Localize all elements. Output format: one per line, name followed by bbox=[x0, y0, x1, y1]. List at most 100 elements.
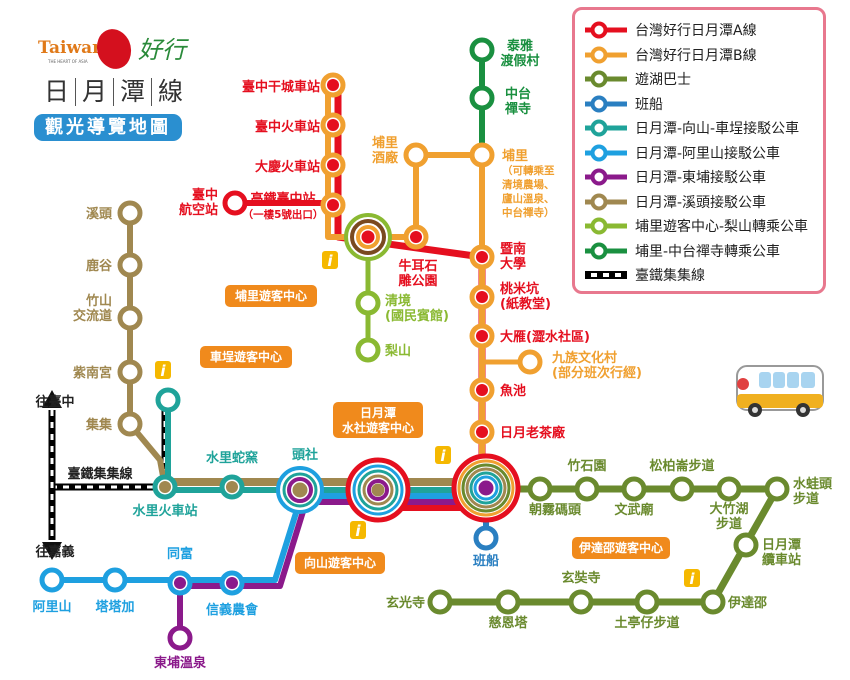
station-label[interactable]: 日月老茶廠 bbox=[500, 425, 566, 441]
station-label[interactable]: 伊達邵 bbox=[727, 595, 767, 611]
station-label-line[interactable]: 班船 bbox=[473, 553, 499, 569]
station-marker[interactable] bbox=[527, 476, 553, 502]
info-icon[interactable] bbox=[155, 361, 171, 379]
station-label[interactable]: 信義農會 bbox=[206, 602, 259, 618]
station-label-line[interactable]: 步道 bbox=[716, 516, 742, 532]
station-label-line[interactable]: 暨南 bbox=[500, 241, 526, 257]
station-label-line[interactable]: 清境農場、 bbox=[502, 178, 555, 191]
toushe-hub[interactable] bbox=[276, 466, 324, 514]
station-label-line[interactable]: 牛耳石 bbox=[398, 258, 437, 274]
station-label[interactable]: 臺中干城車站 bbox=[242, 79, 320, 95]
station-marker[interactable] bbox=[568, 589, 594, 615]
puli-junction-hub[interactable] bbox=[344, 213, 392, 261]
station-label-line[interactable]: 九族文化村 bbox=[551, 350, 617, 366]
station-label-line[interactable]: 水里火車站 bbox=[132, 503, 197, 519]
station-label-line[interactable]: 臺中干城車站 bbox=[242, 79, 320, 95]
station-label-line[interactable]: 桃米坑 bbox=[500, 281, 539, 297]
station-label-line[interactable]: 大竹湖 bbox=[709, 501, 748, 517]
info-center-bubble[interactable] bbox=[572, 537, 670, 559]
station-label-line[interactable]: 玄奘寺 bbox=[561, 570, 600, 586]
station-label[interactable]: 埔里酒廠 bbox=[372, 135, 399, 166]
station-marker[interactable] bbox=[621, 476, 647, 502]
station-label-line[interactable]: (紙教堂) bbox=[500, 296, 551, 312]
station-label[interactable]: 大慶火車站 bbox=[255, 159, 320, 175]
station-marker[interactable] bbox=[764, 476, 790, 502]
station-label-line[interactable]: 日月潭 bbox=[762, 538, 801, 553]
station-label-line[interactable]: 頭社 bbox=[292, 447, 318, 463]
station-label[interactable]: 玄光寺 bbox=[386, 595, 425, 611]
station-label[interactable]: 高鐵臺中站（一樓5號出口） bbox=[243, 191, 324, 221]
station-label-line[interactable]: （一樓5號出口） bbox=[243, 208, 324, 221]
station-label[interactable]: 臺中火車站 bbox=[255, 119, 320, 135]
info-center-bubble[interactable] bbox=[225, 285, 317, 307]
station-label-line[interactable]: 廬山溫泉、 bbox=[502, 192, 555, 205]
station-label-line[interactable]: 交流道 bbox=[73, 308, 112, 324]
station-marker[interactable] bbox=[167, 625, 193, 651]
station-marker[interactable] bbox=[469, 85, 495, 111]
station-label[interactable]: 埔里（可轉乘至清境農場、廬山溫泉、中台禪寺） bbox=[502, 148, 555, 219]
station-label[interactable]: 九族文化村(部分班次行經) bbox=[551, 350, 642, 381]
station-label[interactable]: 文武廟 bbox=[614, 502, 653, 518]
station-marker[interactable] bbox=[222, 190, 248, 216]
station-label[interactable]: 竹山交流道 bbox=[73, 293, 112, 324]
station-marker[interactable] bbox=[117, 359, 143, 385]
station-marker[interactable] bbox=[117, 252, 143, 278]
station-marker[interactable] bbox=[469, 37, 495, 63]
station-label-line[interactable]: 竹石園 bbox=[566, 458, 606, 474]
station-label[interactable]: 頭社 bbox=[292, 447, 318, 463]
station-marker[interactable] bbox=[469, 142, 495, 168]
station-label[interactable]: 魚池 bbox=[500, 383, 526, 399]
station-label[interactable]: 松柏崙步道 bbox=[649, 458, 714, 474]
station-marker[interactable] bbox=[155, 387, 181, 413]
station-label-line[interactable]: (國民賓館) bbox=[385, 308, 449, 324]
station-marker[interactable] bbox=[117, 200, 143, 226]
station-label-line[interactable]: 高鐵臺中站 bbox=[250, 191, 315, 207]
station-label[interactable]: 牛耳石雕公園 bbox=[398, 258, 437, 289]
shuishe-hub[interactable] bbox=[451, 453, 521, 523]
station-label-line[interactable]: 溪頭 bbox=[86, 206, 113, 222]
station-marker[interactable] bbox=[355, 337, 381, 363]
station-label[interactable]: 中台禪寺 bbox=[504, 86, 531, 117]
station-label-line[interactable]: 埔里 bbox=[372, 135, 398, 151]
station-label[interactable]: 大雁(澀水社區) bbox=[500, 329, 590, 345]
station-label-line[interactable]: 塔塔加 bbox=[95, 599, 134, 615]
station-label-line[interactable]: 雕公園 bbox=[398, 273, 437, 289]
station-label-line[interactable]: 水里蛇窯 bbox=[206, 450, 258, 466]
station-label[interactable]: 紫南宮 bbox=[73, 365, 112, 381]
station-label-line[interactable]: 信義農會 bbox=[206, 602, 259, 618]
station-label-line[interactable]: 玄光寺 bbox=[386, 595, 425, 611]
station-label[interactable]: 清境(國民賓館) bbox=[385, 293, 449, 324]
station-label[interactable]: 慈恩塔 bbox=[488, 615, 528, 631]
station-label-line[interactable]: 伊達邵 bbox=[727, 595, 767, 611]
station-label-line[interactable]: 泰雅 bbox=[506, 38, 533, 54]
station-label-line[interactable]: 慈恩塔 bbox=[488, 615, 528, 631]
station-label-line[interactable]: 大慶火車站 bbox=[255, 159, 320, 175]
station-label[interactable]: 水里火車站 bbox=[132, 503, 197, 519]
station-label-line[interactable]: 禪寺 bbox=[504, 101, 531, 117]
station-label[interactable]: 土亭仔步道 bbox=[614, 615, 679, 631]
station-marker[interactable] bbox=[39, 567, 65, 593]
station-label[interactable]: 日月潭纜車站 bbox=[762, 538, 801, 568]
station-label[interactable]: 塔塔加 bbox=[95, 599, 134, 615]
station-label-line[interactable]: (部分班次行經) bbox=[552, 365, 642, 381]
station-label-line[interactable]: 日月老茶廠 bbox=[500, 425, 566, 441]
station-marker[interactable] bbox=[403, 142, 429, 168]
station-label[interactable]: 桃米坑(紙教堂) bbox=[500, 281, 551, 312]
station-label-line[interactable]: 酒廠 bbox=[372, 150, 399, 166]
station-marker[interactable] bbox=[102, 567, 128, 593]
info-icon[interactable] bbox=[322, 251, 338, 269]
station-label[interactable]: 臺中航空站 bbox=[179, 187, 218, 218]
station-label-line[interactable]: 大學 bbox=[500, 256, 526, 272]
station-marker[interactable] bbox=[355, 290, 381, 316]
station-label[interactable]: 東埔溫泉 bbox=[154, 655, 207, 671]
station-marker[interactable] bbox=[427, 589, 453, 615]
station-label[interactable]: 同富 bbox=[167, 546, 193, 562]
station-label[interactable]: 水里蛇窯 bbox=[206, 450, 258, 466]
info-icon[interactable] bbox=[350, 521, 366, 539]
station-label[interactable]: 溪頭 bbox=[86, 206, 113, 222]
station-label-line[interactable]: 清境 bbox=[385, 293, 411, 309]
